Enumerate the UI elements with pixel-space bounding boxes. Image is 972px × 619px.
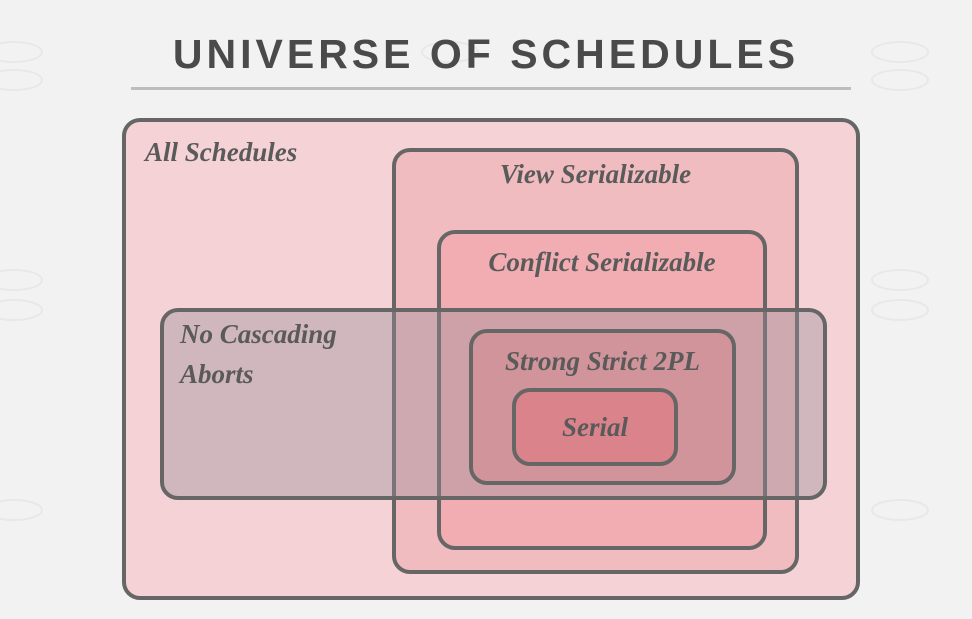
set-serial [512,388,678,466]
label-view-serializable: View Serializable [499,159,692,189]
page-title: UNIVERSE OF SCHEDULES [172,31,800,77]
label-all-schedules: All Schedules [145,137,298,167]
title-divider [131,87,851,90]
label-serial: Serial [561,412,628,442]
label-conflict-serializable: Conflict Serializable [488,247,716,277]
label-no-cascading: No Cascading [180,319,337,349]
label-aborts: Aborts [180,359,254,389]
set-no-cascading-aborts [160,308,827,500]
label-strong-strict-2pl: Strong Strict 2PL [504,346,701,376]
